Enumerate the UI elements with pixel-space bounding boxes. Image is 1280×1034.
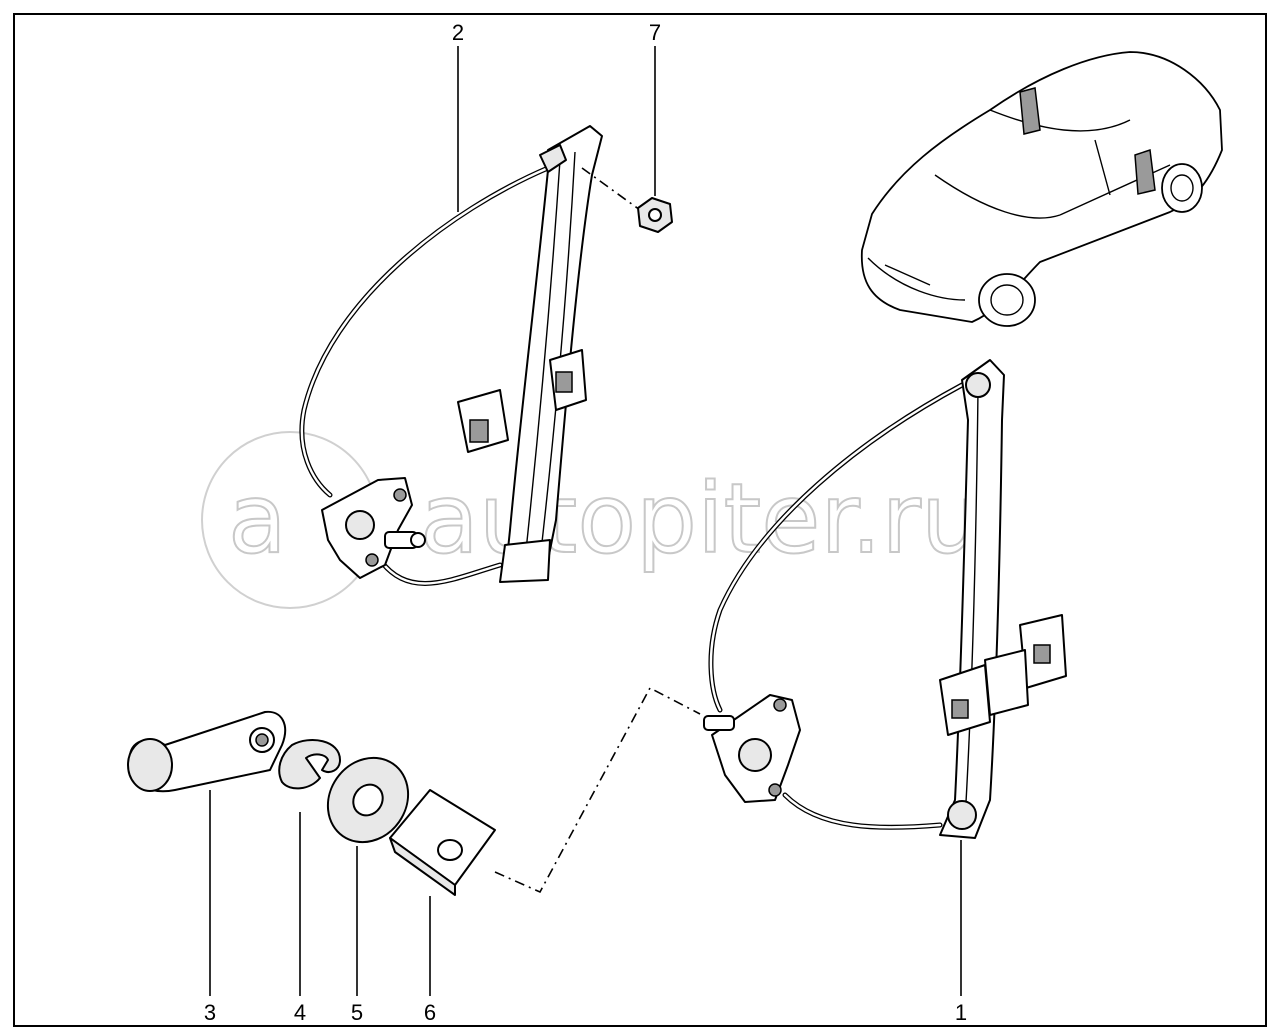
callout-7: 7 — [649, 20, 661, 45]
clip-part — [278, 739, 341, 790]
leader-lines — [209, 46, 962, 996]
callout-labels: 2 7 3 4 5 6 1 — [204, 20, 967, 1025]
nut-part — [581, 167, 673, 233]
window-regulator-left — [299, 125, 603, 586]
assembly-line — [494, 686, 701, 894]
car-illustration — [860, 51, 1223, 327]
washer-part — [326, 756, 410, 844]
callout-2: 2 — [452, 20, 464, 45]
watermark-logo-letter: a — [228, 463, 287, 575]
callout-3: 3 — [204, 1000, 216, 1025]
block-part — [389, 789, 496, 896]
callout-6: 6 — [424, 1000, 436, 1025]
callout-5: 5 — [351, 1000, 363, 1025]
window-regulator-right — [703, 359, 1067, 839]
callout-1: 1 — [955, 1000, 967, 1025]
callout-4: 4 — [294, 1000, 306, 1025]
crank-handle-part — [127, 710, 287, 793]
